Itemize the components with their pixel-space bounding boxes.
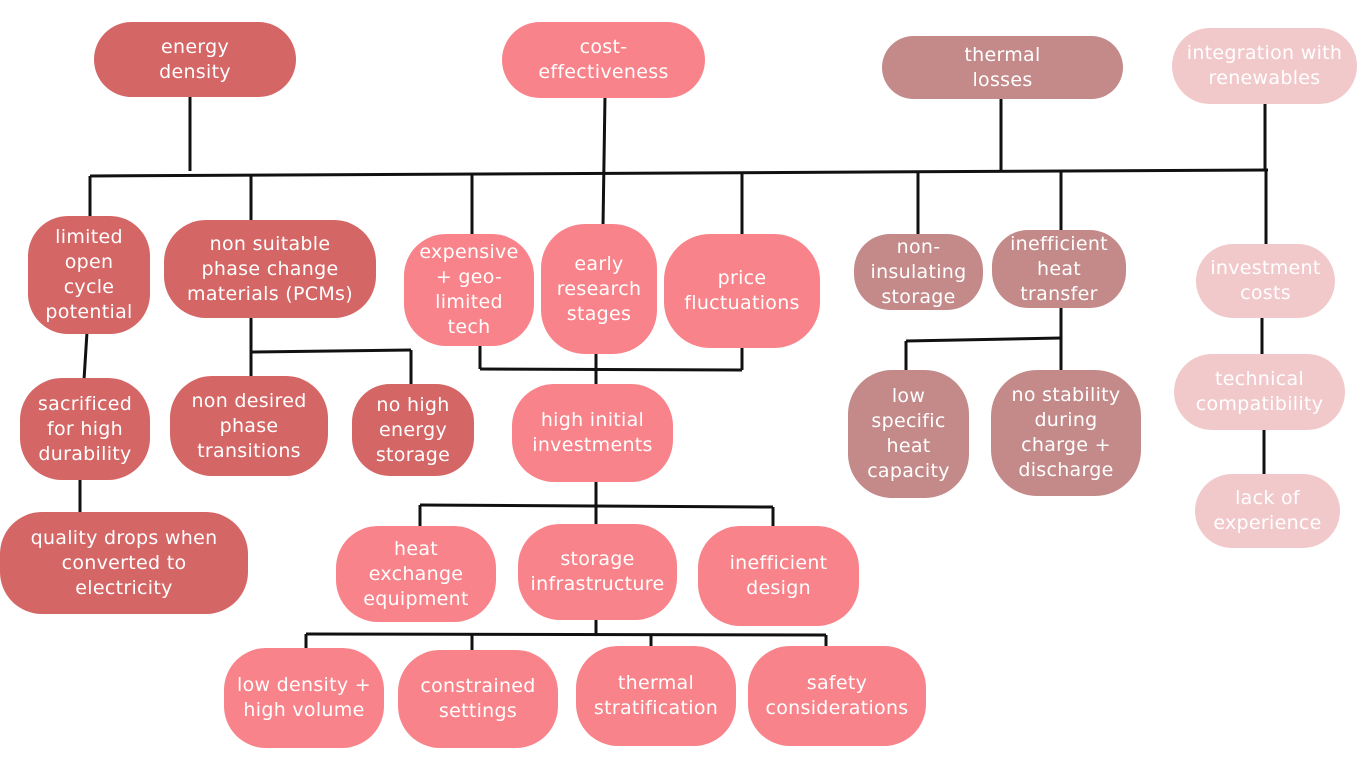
node-inefficient-design: inefficient design	[698, 526, 859, 626]
trunk-line	[89, 168, 1269, 178]
connector	[305, 632, 827, 637]
node-no-stability: no stability during charge + discharge	[991, 370, 1141, 496]
node-early-research: early research stages	[541, 224, 657, 354]
node-quality-drops: quality drops when converted to electric…	[0, 512, 248, 614]
node-constrained-settings: constrained settings	[398, 650, 558, 748]
node-thermal-stratification: thermal stratification	[576, 646, 736, 746]
node-energy-density: energy density	[94, 22, 296, 97]
node-storage-infrastructure: storage infrastructure	[518, 524, 677, 620]
node-price-fluctuations: price fluctuations	[664, 234, 820, 348]
node-high-initial-investments: high initial investments	[512, 384, 673, 482]
node-integration-renewables: integration with renewables	[1172, 28, 1357, 104]
connector	[905, 336, 1062, 343]
node-no-high-energy: no high energy storage	[352, 384, 474, 476]
node-non-desired-phase: non desired phase transitions	[170, 376, 328, 476]
connector	[250, 348, 412, 354]
node-low-specific-heat: low specific heat capacity	[848, 370, 969, 498]
connector	[479, 367, 743, 372]
connector	[82, 331, 89, 381]
node-investment-costs: investment costs	[1196, 244, 1335, 318]
node-technical-compatibility: technical compatibility	[1174, 354, 1345, 430]
connector	[419, 503, 774, 509]
node-lack-of-experience: lack of experience	[1195, 474, 1340, 548]
node-safety-considerations: safety considerations	[748, 646, 926, 746]
node-non-suitable-pcm: non suitable phase change materials (PCM…	[164, 220, 376, 318]
node-low-density-high-volume: low density + high volume	[224, 648, 384, 748]
connector	[601, 95, 607, 227]
node-limited-open-cycle: limited open cycle potential	[28, 216, 150, 334]
node-heat-exchange: heat exchange equipment	[336, 526, 496, 622]
node-inefficient-heat-transfer: inefficient heat transfer	[992, 230, 1126, 308]
node-sacrificed-durability: sacrificed for high durability	[20, 378, 150, 480]
node-expensive-geo-limited: expensive + geo- limited tech	[404, 234, 534, 346]
node-thermal-losses: thermal losses	[882, 36, 1123, 99]
node-non-insulating: non- insulating storage	[854, 234, 983, 310]
node-cost-effectiveness: cost- effectiveness	[502, 22, 705, 98]
